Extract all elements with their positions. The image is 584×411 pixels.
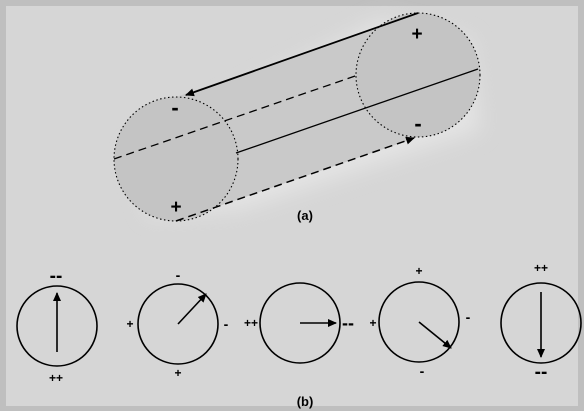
circle-right-sign: - xyxy=(224,316,229,332)
cylinder-mid-dashed-line xyxy=(113,74,359,160)
caption-b: (b) xyxy=(297,394,314,409)
circle-top-sign: -- xyxy=(50,266,63,287)
circle-3: ++ -- xyxy=(244,282,354,364)
cylinder-top-current-line xyxy=(185,12,419,97)
circle-bottom-sign: -- xyxy=(535,362,548,383)
circle-outline xyxy=(378,281,460,363)
cylinder-diagram: + - - + xyxy=(113,12,481,222)
circle-top-sign: + xyxy=(415,264,422,278)
caption-a: (a) xyxy=(297,208,313,223)
circle-right-sign: - xyxy=(466,309,471,325)
circle-5: ++ -- xyxy=(500,261,582,383)
circle-bottom-sign: ++ xyxy=(49,371,63,385)
cylinder-end-right xyxy=(355,12,481,138)
circle-arrow xyxy=(177,293,207,325)
circle-bottom-sign: - xyxy=(420,363,425,379)
circle-1: -- ++ xyxy=(16,266,98,385)
circle-arrow xyxy=(418,321,452,349)
circle-outline xyxy=(500,282,582,364)
circle-top-sign: ++ xyxy=(534,261,548,275)
circle-outline xyxy=(259,282,341,364)
cylinder-right-bottom-sign: - xyxy=(414,111,421,136)
circle-bottom-sign: + xyxy=(174,366,181,380)
circle-4: + - + - xyxy=(369,264,470,379)
circle-top-sign: - xyxy=(176,267,181,283)
circle-outline xyxy=(16,285,98,367)
circle-outline xyxy=(137,283,219,365)
circle-left-sign: + xyxy=(126,317,133,331)
cylinder-bottom-dashed-arrow xyxy=(175,136,415,222)
cylinder-right-top-sign: + xyxy=(411,24,422,45)
circle-left-sign: ++ xyxy=(244,316,258,330)
circle-2: - + + - xyxy=(126,267,228,380)
cylinder-left-top-sign: - xyxy=(171,95,178,120)
cylinder-mid-solid-line xyxy=(235,68,479,154)
cylinder-left-bottom-sign: + xyxy=(170,197,181,218)
circle-left-sign: + xyxy=(369,316,376,330)
circle-right-sign: -- xyxy=(342,313,354,333)
